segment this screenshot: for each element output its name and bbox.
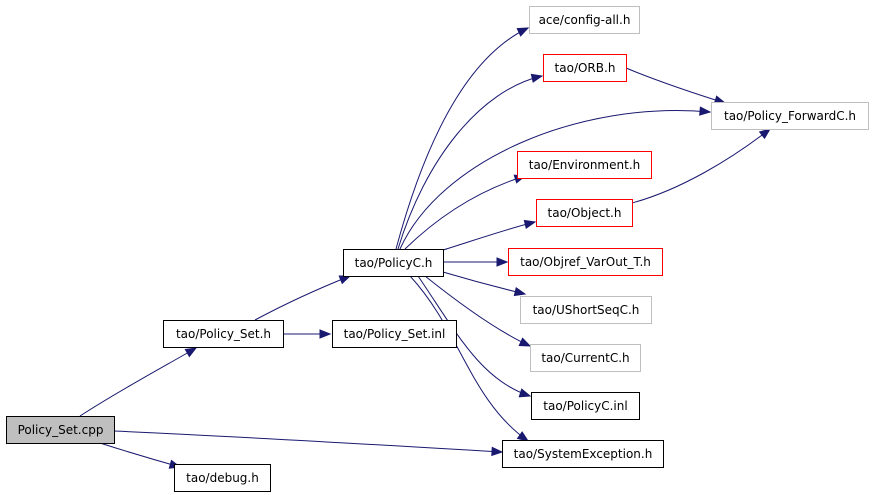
node-tao-policy-forwardc-h-label: tao/Policy_ForwardC.h	[724, 109, 856, 123]
node-tao-orb-h-box[interactable]	[543, 54, 627, 82]
node-tao-policyc-h-label: tao/PolicyC.h	[355, 256, 433, 270]
node-tao-ushortseqc-h-label: tao/UShortSeqC.h	[533, 303, 640, 317]
arrowhead-policy_set_cpp-to-systemexception_h	[491, 446, 504, 457]
node-policy-set-cpp[interactable]: Policy_Set.cpp	[6, 416, 115, 444]
edge-policyc_h-to-orb_h	[397, 75, 543, 250]
arrowhead-policyc_h-to-ushortseqc_h	[513, 286, 527, 297]
arrowhead-object_h-to-policy_forwardc_h	[758, 128, 772, 140]
node-tao-policy-forwardc-h[interactable]: tao/Policy_ForwardC.h	[711, 102, 869, 130]
node-policy-set-cpp-box[interactable]	[6, 416, 115, 444]
node-ace-config-all-h[interactable]: ace/config-all.h	[529, 6, 640, 34]
node-tao-policyc-inl-box[interactable]	[531, 392, 640, 420]
node-tao-currentc-h-label: tao/CurrentC.h	[541, 351, 629, 365]
node-tao-systemexception-h-box[interactable]	[502, 440, 664, 468]
node-tao-objref-varout-t-h[interactable]: tao/Objref_VarOut_T.h	[508, 248, 663, 276]
arrowhead-policyc_h-to-objref_varout_t_h	[496, 257, 509, 267]
edge-orb_h-to-policy_forwardc_h	[625, 67, 726, 104]
edges-layer	[79, 27, 772, 469]
arrowhead-policy_set_cpp-to-policy_set_h	[184, 347, 198, 358]
arrowhead-policyc_h-to-object_h	[523, 219, 537, 230]
node-tao-ushortseqc-h-box[interactable]	[520, 296, 652, 324]
node-tao-currentc-h-box[interactable]	[530, 344, 641, 372]
node-policy-set-cpp-label: Policy_Set.cpp	[18, 423, 104, 437]
edge-policyc_h-to-object_h	[442, 221, 536, 251]
node-tao-policyc-h[interactable]: tao/PolicyC.h	[343, 249, 444, 277]
edge-policy_set_h-to-policyc_h	[254, 275, 351, 321]
node-tao-policyc-inl-label: tao/PolicyC.inl	[543, 399, 627, 413]
node-tao-policyc-inl[interactable]: tao/PolicyC.inl	[531, 392, 640, 420]
edge-policyc_h-to-policy_forwardc_h	[399, 110, 711, 250]
node-tao-orb-h[interactable]: tao/ORB.h	[543, 54, 627, 82]
arrowhead-policyc_h-to-orb_h	[530, 73, 544, 83]
edge-object_h-to-policy_forwardc_h	[631, 128, 771, 204]
node-tao-objref-varout-t-h-box[interactable]	[508, 248, 663, 276]
node-tao-policy-forwardc-h-box[interactable]	[711, 102, 869, 130]
node-tao-systemexception-h-label: tao/SystemException.h	[514, 447, 653, 461]
edge-policy_set_cpp-to-debug_h	[99, 442, 181, 468]
arrowhead-policyc_h-to-policy_forwardc_h	[699, 106, 712, 116]
edge-policy_set_cpp-to-systemexception_h	[113, 430, 503, 453]
node-tao-object-h-label: tao/Object.h	[548, 206, 622, 220]
arrowhead-policyc_h-to-currentc_h	[518, 337, 532, 347]
node-tao-policy-set-inl[interactable]: tao/Policy_Set.inl	[332, 320, 457, 348]
node-tao-debug-h[interactable]: tao/debug.h	[174, 464, 271, 492]
node-tao-environment-h-box[interactable]	[517, 151, 652, 179]
arrowhead-policy_set_h-to-policyc_h	[338, 275, 352, 285]
arrowhead-policy_set_h-to-policy_set_inl	[319, 329, 332, 339]
arrowhead-policyc_h-to-policyc_inl	[518, 388, 532, 398]
node-tao-objref-varout-t-h-label: tao/Objref_VarOut_T.h	[520, 255, 651, 269]
node-ace-config-all-h-box[interactable]	[529, 6, 640, 34]
edge-policyc_h-to-config_all_h	[395, 27, 529, 250]
node-tao-debug-h-label: tao/debug.h	[186, 471, 259, 485]
node-tao-orb-h-label: tao/ORB.h	[555, 61, 616, 75]
node-tao-object-h[interactable]: tao/Object.h	[536, 199, 633, 227]
node-tao-debug-h-box[interactable]	[174, 464, 271, 492]
edge-policyc_h-to-currentc_h	[424, 275, 531, 347]
arrowhead-policyc_h-to-config_all_h	[516, 27, 530, 37]
edge-policyc_h-to-environment_h	[404, 175, 526, 250]
node-tao-currentc-h[interactable]: tao/CurrentC.h	[530, 344, 641, 372]
node-tao-environment-h[interactable]: tao/Environment.h	[517, 151, 652, 179]
node-tao-policy-set-h-label: tao/Policy_Set.h	[176, 327, 271, 341]
node-tao-policyc-h-box[interactable]	[343, 249, 444, 277]
edge-policy_set_cpp-to-policy_set_h	[79, 347, 197, 417]
node-tao-policy-set-h-box[interactable]	[163, 320, 284, 348]
nodes-layer: Policy_Set.cpp tao/Policy_Set.h tao/Policy…	[6, 6, 869, 492]
arrowhead-policyc_h-to-systemexception_h	[516, 431, 530, 442]
node-tao-policy-set-inl-box[interactable]	[332, 320, 457, 348]
node-tao-object-h-box[interactable]	[536, 199, 633, 227]
edge-policyc_h-to-policyc_inl	[417, 275, 531, 397]
node-tao-ushortseqc-h[interactable]: tao/UShortSeqC.h	[520, 296, 652, 324]
node-tao-policy-set-inl-label: tao/Policy_Set.inl	[344, 327, 446, 341]
node-ace-config-all-h-label: ace/config-all.h	[539, 13, 631, 27]
edge-policyc_h-to-systemexception_h	[409, 275, 529, 442]
node-tao-policy-set-h[interactable]: tao/Policy_Set.h	[163, 320, 284, 348]
node-tao-environment-h-label: tao/Environment.h	[529, 158, 641, 172]
node-tao-systemexception-h[interactable]: tao/SystemException.h	[502, 440, 664, 468]
